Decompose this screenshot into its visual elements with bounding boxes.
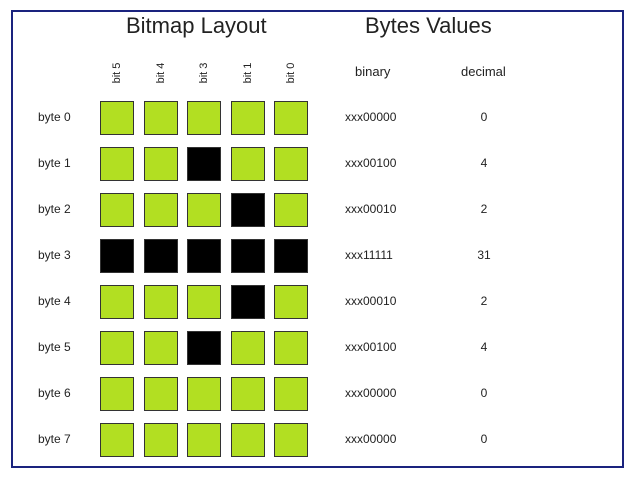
- byte-row-label: byte 6: [38, 386, 71, 400]
- bit-cell-on: [100, 239, 134, 273]
- byte-row-label: byte 1: [38, 156, 71, 170]
- bit-header-label: bit 4: [155, 62, 167, 84]
- bit-header: bit 1: [234, 59, 262, 87]
- binary-value: xxx11111: [345, 248, 393, 262]
- binary-value: xxx00000: [345, 386, 397, 400]
- bit-cell-off: [144, 377, 178, 411]
- decimal-value: 2: [480, 294, 488, 308]
- bit-cell-off: [100, 147, 134, 181]
- byte-row-label: byte 7: [38, 432, 71, 446]
- bit-header-label: bit 0: [285, 62, 297, 84]
- bit-cell-on: [187, 147, 221, 181]
- binary-value: xxx00100: [345, 340, 397, 354]
- bit-cell-off: [187, 377, 221, 411]
- bit-cell-off: [187, 193, 221, 227]
- bit-cell-off: [100, 331, 134, 365]
- bit-cell-on: [231, 285, 265, 319]
- bit-cell-off: [231, 377, 265, 411]
- byte-row-label: byte 4: [38, 294, 71, 308]
- bit-header: bit 3: [190, 59, 218, 87]
- decimal-column-header: decimal: [461, 64, 506, 79]
- bit-cell-off: [231, 147, 265, 181]
- bit-cell-off: [100, 423, 134, 457]
- decimal-value: 4: [480, 340, 488, 354]
- byte-row-label: byte 0: [38, 110, 71, 124]
- bit-cell-off: [100, 285, 134, 319]
- bit-cell-off: [187, 101, 221, 135]
- bit-cell-off: [274, 193, 308, 227]
- binary-value: xxx00000: [345, 432, 397, 446]
- bit-cell-off: [144, 101, 178, 135]
- bit-cell-off: [100, 193, 134, 227]
- binary-value: xxx00100: [345, 156, 397, 170]
- bit-header-label: bit 5: [111, 62, 123, 84]
- bit-header: bit 5: [103, 59, 131, 87]
- bit-cell-off: [144, 193, 178, 227]
- bit-cell-off: [274, 285, 308, 319]
- bit-cell-on: [274, 239, 308, 273]
- binary-value: xxx00010: [345, 294, 397, 308]
- decimal-value: 2: [480, 202, 488, 216]
- bit-cell-on: [144, 239, 178, 273]
- bit-cell-off: [144, 331, 178, 365]
- bit-cell-off: [274, 423, 308, 457]
- bitmap-layout-title: Bitmap Layout: [126, 13, 267, 38]
- bit-cell-off: [187, 423, 221, 457]
- bit-cell-off: [231, 331, 265, 365]
- decimal-value: 4: [480, 156, 488, 170]
- binary-value: xxx00000: [345, 110, 397, 124]
- bit-cell-on: [187, 239, 221, 273]
- bit-cell-off: [100, 377, 134, 411]
- byte-row-label: byte 5: [38, 340, 71, 354]
- byte-row-label: byte 2: [38, 202, 71, 216]
- binary-column-header: binary: [355, 64, 391, 79]
- bit-cell-off: [274, 331, 308, 365]
- binary-value: xxx00010: [345, 202, 397, 216]
- bit-cell-off: [274, 101, 308, 135]
- bit-cell-off: [274, 377, 308, 411]
- bit-header: bit 0: [277, 59, 305, 87]
- bit-cell-off: [144, 147, 178, 181]
- bit-cell-on: [187, 331, 221, 365]
- decimal-value: 0: [480, 386, 488, 400]
- bit-cell-off: [274, 147, 308, 181]
- bit-header-label: bit 1: [242, 62, 254, 84]
- bit-header-label: bit 3: [198, 62, 210, 84]
- decimal-value: 0: [480, 110, 488, 124]
- bit-cell-off: [187, 285, 221, 319]
- bit-cell-off: [100, 101, 134, 135]
- bit-cell-off: [231, 423, 265, 457]
- bit-header: bit 4: [147, 59, 175, 87]
- bit-cell-off: [144, 285, 178, 319]
- bytes-values-title: Bytes Values: [365, 13, 492, 38]
- bit-cell-off: [231, 101, 265, 135]
- byte-row-label: byte 3: [38, 248, 71, 262]
- bit-cell-off: [144, 423, 178, 457]
- bit-cell-on: [231, 193, 265, 227]
- decimal-value: 0: [480, 432, 488, 446]
- decimal-value: 31: [477, 248, 491, 262]
- bit-cell-on: [231, 239, 265, 273]
